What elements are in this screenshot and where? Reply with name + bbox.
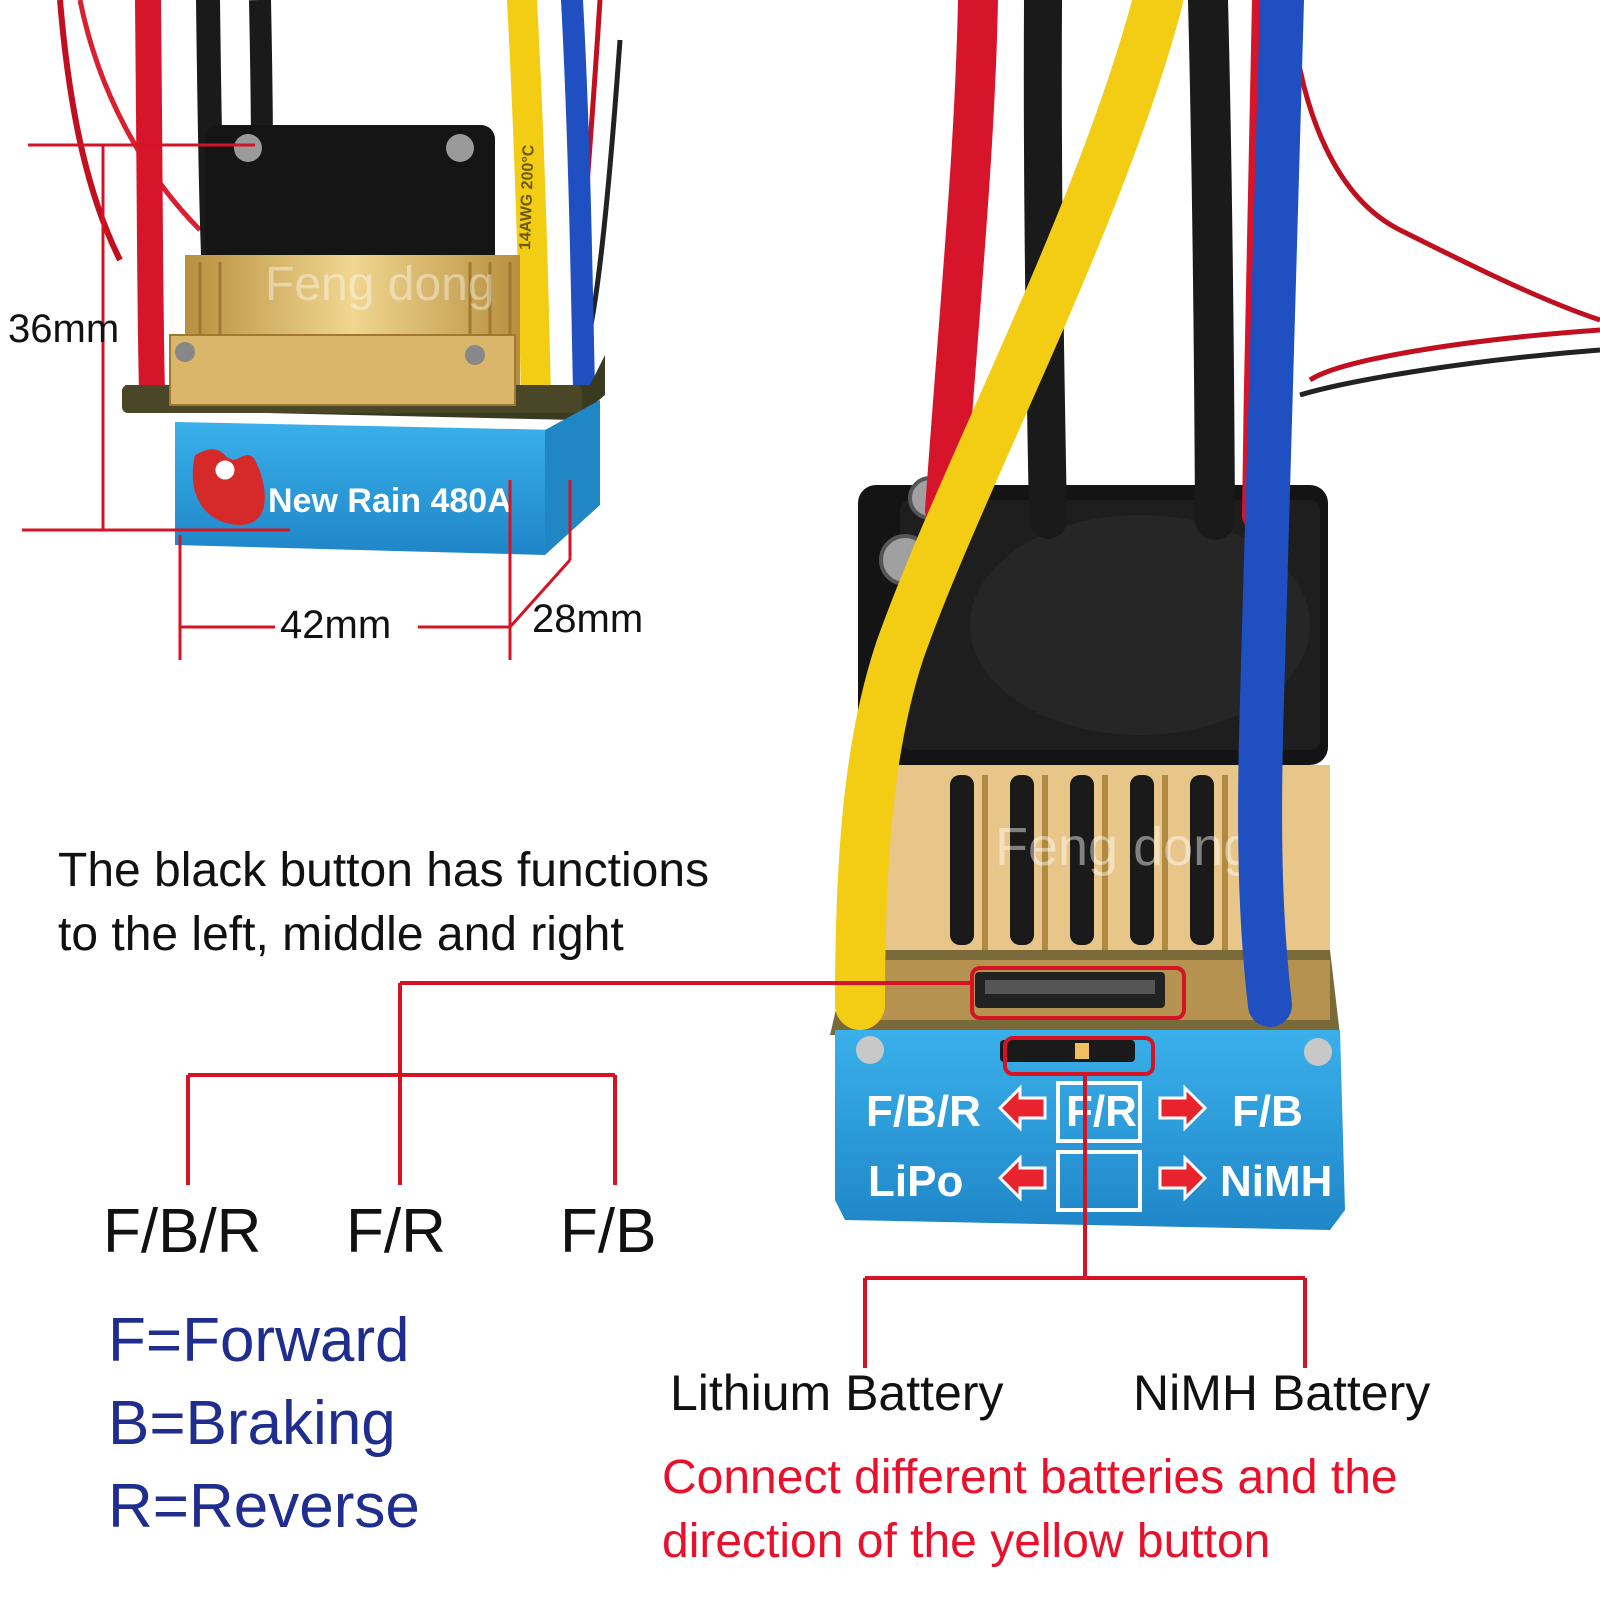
lithium-battery-label: Lithium Battery <box>670 1365 1004 1421</box>
esc-product-label: New Rain 480A <box>268 482 512 520</box>
black-button-description-line1: The black button has functions <box>58 844 710 897</box>
legend-forward: F=Forward <box>108 1306 410 1375</box>
legend-braking: B=Braking <box>108 1389 396 1458</box>
dimension-lines <box>22 143 572 660</box>
esc-row1-right: F/B <box>1232 1087 1303 1136</box>
callout-lines <box>186 966 1307 1368</box>
nimh-battery-label: NiMH Battery <box>1133 1365 1431 1421</box>
depth-dimension-label: 28mm <box>532 597 644 641</box>
black-button-option-fbr: F/B/R <box>103 1197 262 1266</box>
legend-reverse: R=Reverse <box>108 1472 420 1541</box>
yellow-button-note-line2: direction of the yellow button <box>662 1515 1271 1568</box>
small-esc-photo: New Rain 480A 14AWG 200°C Feng dong <box>57 0 623 555</box>
black-button-description: The black button has functions to the le… <box>58 839 709 967</box>
yellow-button-note: Connect different batteries and the dire… <box>662 1446 1398 1574</box>
height-dimension-label: 36mm <box>8 307 120 351</box>
watermark-large: Feng dong <box>995 817 1253 877</box>
esc-row1-center: F/R <box>1066 1087 1137 1136</box>
width-dimension-label: 42mm <box>280 603 392 647</box>
yellow-button-note-line1: Connect different batteries and the <box>662 1451 1398 1504</box>
esc-row2-left: LiPo <box>868 1157 963 1206</box>
wire-print-text: 14AWG 200°C <box>517 144 538 250</box>
black-button-option-fr: F/R <box>346 1197 446 1266</box>
esc-row1-left: F/B/R <box>866 1087 981 1136</box>
esc-row2-right: NiMH <box>1220 1157 1332 1206</box>
panel-arrow-icons <box>997 1084 1208 1202</box>
large-esc-photo: Feng dong F/B/R F/R F/B LiPo NiMH <box>830 0 1600 1230</box>
watermark-small: Feng dong <box>265 258 495 311</box>
black-button-description-line2: to the left, middle and right <box>58 908 624 961</box>
black-button-option-fb: F/B <box>560 1197 657 1266</box>
